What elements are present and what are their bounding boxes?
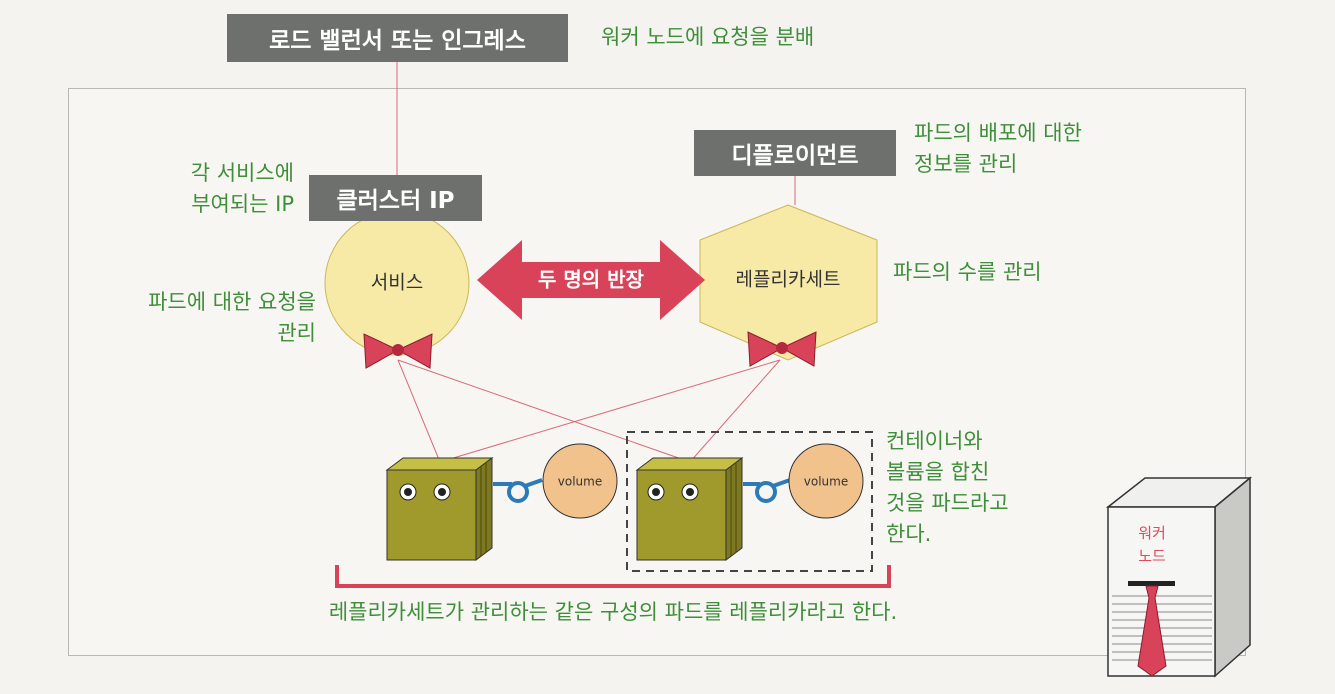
replica-bracket	[335, 565, 891, 588]
bottom-caption: 레플리카세트가 관리하는 같은 구성의 파드를 레플리카라고 한다.	[328, 600, 898, 624]
container-2	[635, 457, 744, 561]
volume-connector-icon	[493, 478, 543, 503]
volume-2-label: volume	[804, 475, 848, 489]
worker-node-line-1: 워커	[1138, 524, 1166, 542]
pod-dashed-box	[626, 431, 873, 572]
service-to-pod1-line	[397, 359, 441, 463]
worker-node-line-2: 노드	[1138, 547, 1166, 565]
worker-node-server-icon: 워커 노드	[1105, 476, 1253, 678]
arrow-label: 두 명의 반장	[538, 268, 645, 292]
deployment-label: 디플로이먼트	[731, 143, 859, 169]
replicaset-label: 레플리카세트	[736, 269, 841, 291]
volume-1	[542, 443, 618, 519]
deployment-box: 디플로이먼트	[694, 130, 896, 176]
load-balancer-note: 워커 노드에 요청을 분배	[601, 25, 815, 49]
double-arrow	[477, 240, 705, 320]
volume-2	[788, 443, 864, 519]
deployment-note-line-1: 파드의 배포에 대한	[914, 121, 1082, 145]
deployment-note-line-2: 정보를 관리	[914, 152, 1018, 176]
pod-note-line-3: 것을 파드라고	[886, 491, 1009, 515]
pod-note: 컨테이너와 볼륨을 합친 것을 파드라고 한다.	[886, 426, 1009, 550]
container-1	[385, 457, 494, 561]
service-to-pod2-line	[397, 359, 691, 463]
pod-note-line-4: 한다.	[886, 522, 932, 546]
eye-icon	[399, 483, 417, 501]
service-bow-icon	[363, 333, 433, 369]
volume-connector-icon	[743, 478, 791, 503]
service-note-line-1: 파드에 대한 요청을	[148, 290, 316, 314]
replicaset-to-pod2-line	[689, 359, 781, 463]
eye-icon	[433, 483, 451, 501]
volume-1-label: volume	[558, 475, 602, 489]
eye-icon	[681, 483, 699, 501]
replicaset-hexagon	[699, 204, 878, 361]
replicaset-to-pod1-line	[439, 359, 781, 463]
service-label: 서비스	[371, 272, 423, 294]
cluster-ip-note: 각 서비스에 부여되는 IP	[0, 158, 294, 220]
load-balancer-label: 로드 밸런서 또는 인그레스	[269, 28, 526, 54]
cluster-ip-note-line-1: 각 서비스에	[190, 161, 294, 185]
replicaset-bow-icon	[747, 331, 817, 367]
service-note: 파드에 대한 요청을 관리	[0, 287, 316, 349]
load-balancer-box: 로드 밸런서 또는 인그레스	[227, 14, 568, 62]
cluster-ip-note-line-2: 부여되는 IP	[191, 192, 294, 216]
necktie-icon	[1137, 585, 1167, 677]
deployment-note: 파드의 배포에 대한 정보를 관리	[914, 118, 1082, 180]
eye-icon	[647, 483, 665, 501]
pod-note-line-1: 컨테이너와	[886, 429, 983, 453]
cluster-ip-box: 클러스터 IP	[309, 175, 482, 221]
pod-note-line-2: 볼륨을 합친	[886, 460, 990, 484]
service-note-line-2: 관리	[277, 321, 316, 345]
cluster-ip-label: 클러스터 IP	[336, 188, 455, 214]
cluster-frame	[68, 88, 1246, 656]
replicaset-note: 파드의 수를 관리	[893, 260, 1042, 284]
